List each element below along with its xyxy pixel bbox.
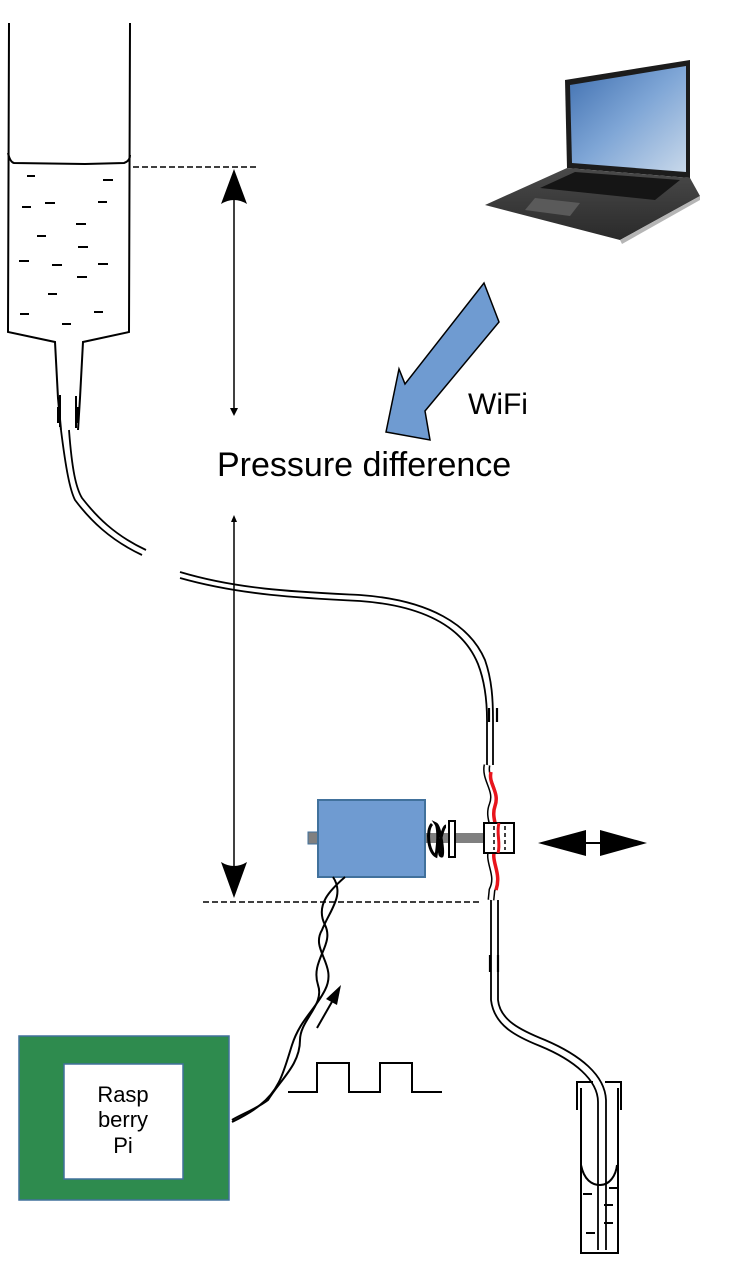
arrow-left-head bbox=[538, 830, 586, 856]
arrow-head-down-large bbox=[221, 862, 247, 898]
liquid-dashes bbox=[19, 175, 113, 325]
twisted-wire bbox=[231, 876, 346, 1123]
reservoir-connector bbox=[57, 395, 79, 428]
signal-direction-arrow bbox=[316, 985, 341, 1029]
laptop-touchpad bbox=[525, 198, 580, 216]
motion-double-arrow bbox=[538, 830, 647, 856]
laptop-edge bbox=[620, 196, 700, 244]
tube-rim bbox=[576, 1081, 622, 1110]
reservoir-left-wall bbox=[6, 22, 62, 431]
reservoir-right-wall bbox=[77, 22, 131, 431]
reservoir bbox=[6, 22, 131, 431]
tube-lower-inner bbox=[490, 900, 599, 1250]
tube-upper-segment-outer bbox=[60, 429, 143, 556]
solenoid-body bbox=[317, 799, 426, 878]
spring-icon bbox=[427, 820, 448, 859]
laptop bbox=[485, 60, 700, 244]
arrow-head-down-small bbox=[230, 408, 238, 416]
tube-inner-insert bbox=[580, 1164, 618, 1187]
pressure-difference-label: Pressure difference bbox=[217, 446, 511, 484]
arrow-head-up-small bbox=[231, 515, 237, 522]
controller-label-line1: Rasp bbox=[97, 1082, 148, 1107]
controller-label-panel bbox=[63, 1063, 184, 1180]
tubing bbox=[60, 429, 607, 1250]
laptop-screen bbox=[570, 66, 686, 172]
controller-label-line2: berry bbox=[98, 1107, 148, 1132]
laptop-keyboard bbox=[540, 172, 680, 200]
tube-upper-segment-inner bbox=[68, 429, 147, 551]
tube-lower-outer bbox=[497, 900, 607, 1250]
wifi-label: WiFi bbox=[468, 388, 528, 421]
tube-main-outer bbox=[179, 571, 494, 765]
controller-label-line3: Pi bbox=[113, 1133, 133, 1158]
tube-outer-body bbox=[580, 1088, 619, 1254]
raspberry-pi-controller: Rasp berry Pi bbox=[18, 1035, 230, 1201]
solenoid-actuator bbox=[307, 799, 515, 878]
spring-stop-plate bbox=[448, 820, 456, 858]
square-wave-signal bbox=[288, 1062, 442, 1093]
liquid-meniscus bbox=[7, 152, 131, 166]
pressure-difference-arrow bbox=[221, 169, 247, 898]
graduation-marks bbox=[583, 1187, 618, 1234]
arrow-right-head bbox=[600, 830, 647, 856]
wifi-arrow bbox=[385, 281, 500, 441]
arrow-head-up-large bbox=[221, 169, 247, 204]
collection-tube bbox=[576, 1081, 622, 1254]
tube-main-inner bbox=[179, 577, 488, 765]
